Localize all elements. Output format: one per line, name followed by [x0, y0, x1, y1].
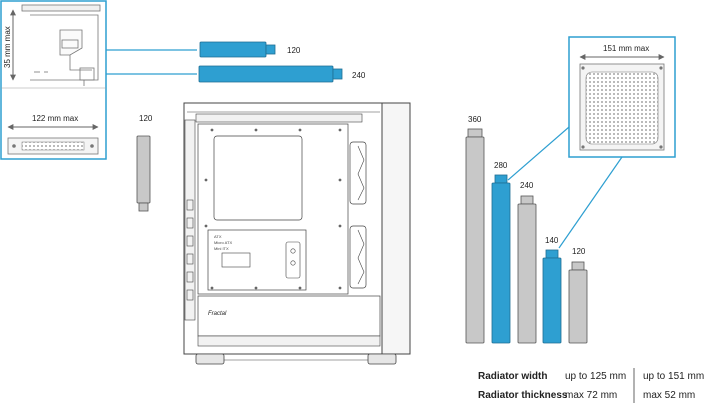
leader-line-front-140 — [558, 156, 623, 249]
front-radiator-120 — [568, 261, 588, 344]
height-limit-label: 35 mm max — [3, 26, 12, 68]
front-clearance-callout: 151 mm max — [568, 36, 676, 158]
radiator-thickness-label: Radiator thickness — [478, 390, 568, 401]
front-radiator-360-label: 360 — [468, 115, 482, 124]
front-radiator-140 — [542, 249, 562, 344]
top-panel-detail — [7, 137, 99, 155]
front-radiator-140-label: 140 — [545, 236, 559, 245]
top-radiator-240 — [198, 65, 343, 83]
front-panel-mesh — [579, 63, 665, 151]
top-radiator-240-label: 240 — [352, 71, 366, 80]
top-thickness-value: max 72 mm — [565, 390, 618, 401]
svg-text:Mini ITX: Mini ITX — [214, 246, 229, 251]
front-thickness-value: max 52 mm — [643, 390, 696, 401]
front-radiator-120-label: 120 — [572, 247, 586, 256]
top-radiator-120-label: 120 — [287, 46, 301, 55]
top-clearance-callout: 35 mm max 122 mm max — [0, 0, 107, 160]
front-width-value: up to 151 mm — [643, 371, 704, 382]
front-radiator-280 — [491, 174, 511, 344]
radiator-width-label: Radiator width — [478, 371, 548, 382]
front-radiator-280-label: 280 — [494, 161, 508, 170]
rear-radiator-120-label: 120 — [139, 114, 153, 123]
top-width-value: up to 125 mm — [565, 371, 627, 382]
leader-line-front-280 — [507, 126, 570, 181]
width-limit-label: 122 mm max — [32, 114, 78, 123]
svg-text:ATX: ATX — [214, 234, 222, 239]
front-width-limit-label: 151 mm max — [603, 44, 649, 53]
front-panel — [381, 102, 411, 355]
case-corner-detail — [21, 4, 101, 86]
front-radiator-360 — [465, 128, 485, 344]
front-radiator-240-label: 240 — [520, 181, 534, 190]
svg-text:Micro ATX: Micro ATX — [214, 240, 232, 245]
rear-radiator-120 — [136, 135, 151, 212]
psu-shroud — [197, 295, 381, 337]
brand-logo: Fractal — [208, 311, 227, 317]
top-radiator-120 — [199, 41, 276, 58]
front-radiator-240 — [517, 195, 537, 344]
